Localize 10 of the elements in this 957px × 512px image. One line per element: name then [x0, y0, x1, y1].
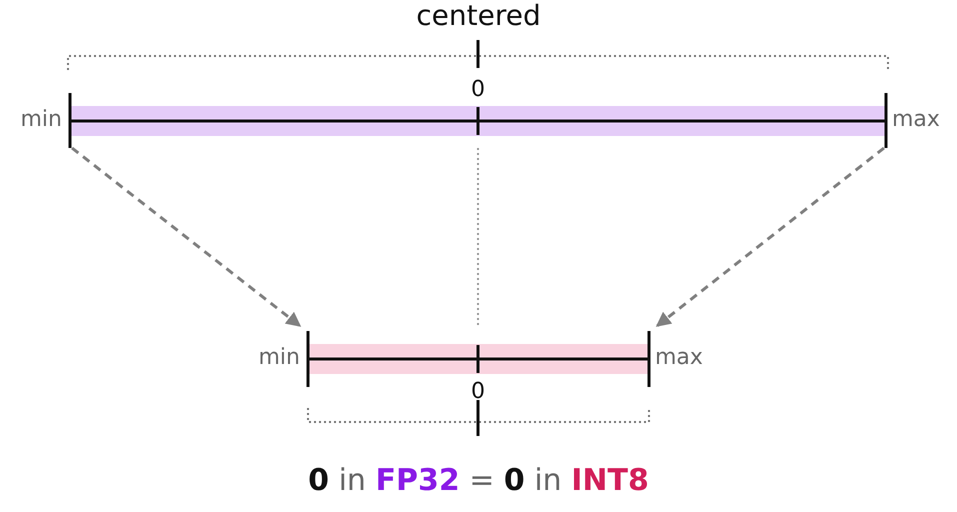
arrow	[656, 146, 885, 328]
caption-text: 0 in FP32 = 0 in INT8	[307, 466, 650, 496]
axis-end-label: min	[258, 347, 300, 369]
arrow	[71, 146, 302, 328]
tick-label: 0	[471, 381, 485, 403]
axis-end-label: max	[655, 347, 703, 369]
axis-end-label: max	[892, 109, 940, 131]
axis-end-label: min	[20, 109, 62, 131]
tick-label: 0	[471, 79, 485, 101]
title: centered	[415, 2, 542, 30]
